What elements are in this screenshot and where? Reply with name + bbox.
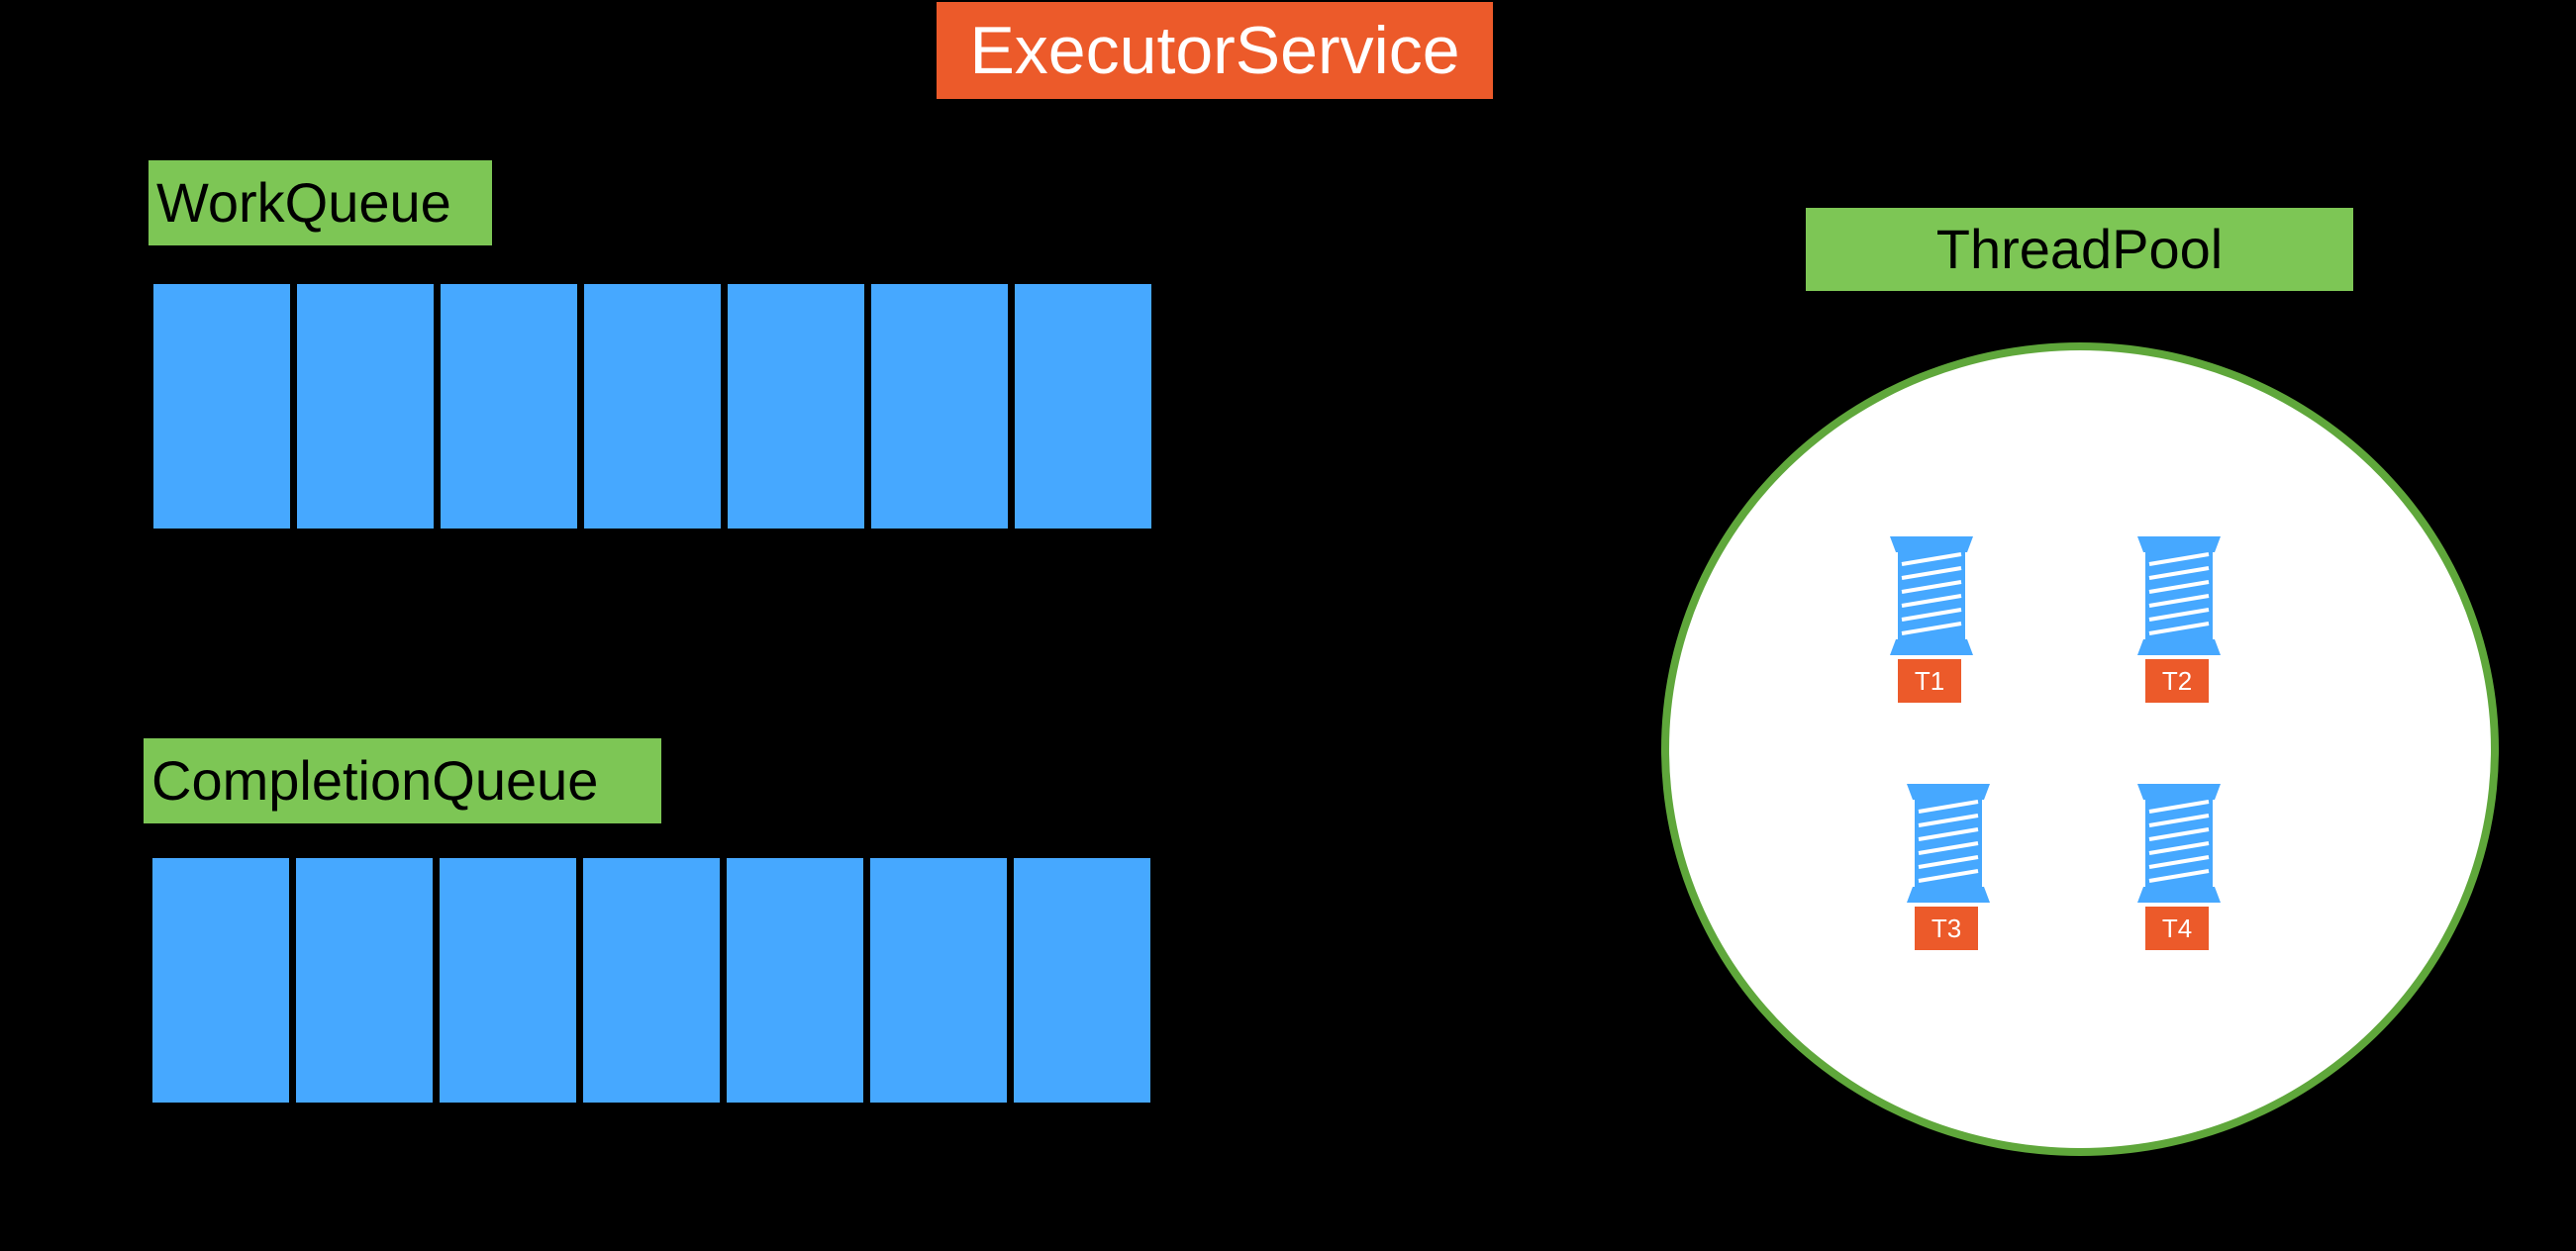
spool-icon — [1907, 784, 1990, 903]
thread-t2: T2 — [2133, 534, 2225, 703]
work-queue — [153, 284, 1151, 529]
completion-queue-slot — [440, 858, 576, 1103]
thread-label: T4 — [2145, 907, 2209, 950]
thread-label: T3 — [1915, 907, 1978, 950]
spool-icon — [1890, 536, 1973, 655]
work-queue-slot — [153, 284, 290, 529]
work-queue-slot — [728, 284, 864, 529]
work-queue-label: WorkQueue — [149, 160, 492, 245]
work-queue-slot — [441, 284, 577, 529]
completion-queue-slot — [152, 858, 289, 1103]
executor-service-title: ExecutorService — [937, 2, 1493, 99]
completion-queue-slot — [727, 858, 863, 1103]
completion-queue-slot — [296, 858, 433, 1103]
completion-queue-slot — [1014, 858, 1150, 1103]
thread-label: T2 — [2145, 659, 2209, 703]
completion-queue-slot — [583, 858, 720, 1103]
completion-queue — [152, 858, 1150, 1103]
thread-pool-circle — [1661, 342, 2499, 1156]
work-queue-slot — [584, 284, 721, 529]
work-queue-slot — [871, 284, 1008, 529]
work-queue-slot — [1015, 284, 1151, 529]
spool-icon — [2137, 536, 2221, 655]
spool-icon — [2137, 784, 2221, 903]
thread-t1: T1 — [1886, 534, 1977, 703]
thread-label: T1 — [1898, 659, 1961, 703]
work-queue-slot — [297, 284, 434, 529]
completion-queue-slot — [870, 858, 1007, 1103]
thread-t3: T3 — [1903, 782, 1994, 950]
thread-pool-label: ThreadPool — [1806, 208, 2353, 291]
thread-t4: T4 — [2133, 782, 2225, 950]
completion-queue-label: CompletionQueue — [144, 738, 661, 823]
